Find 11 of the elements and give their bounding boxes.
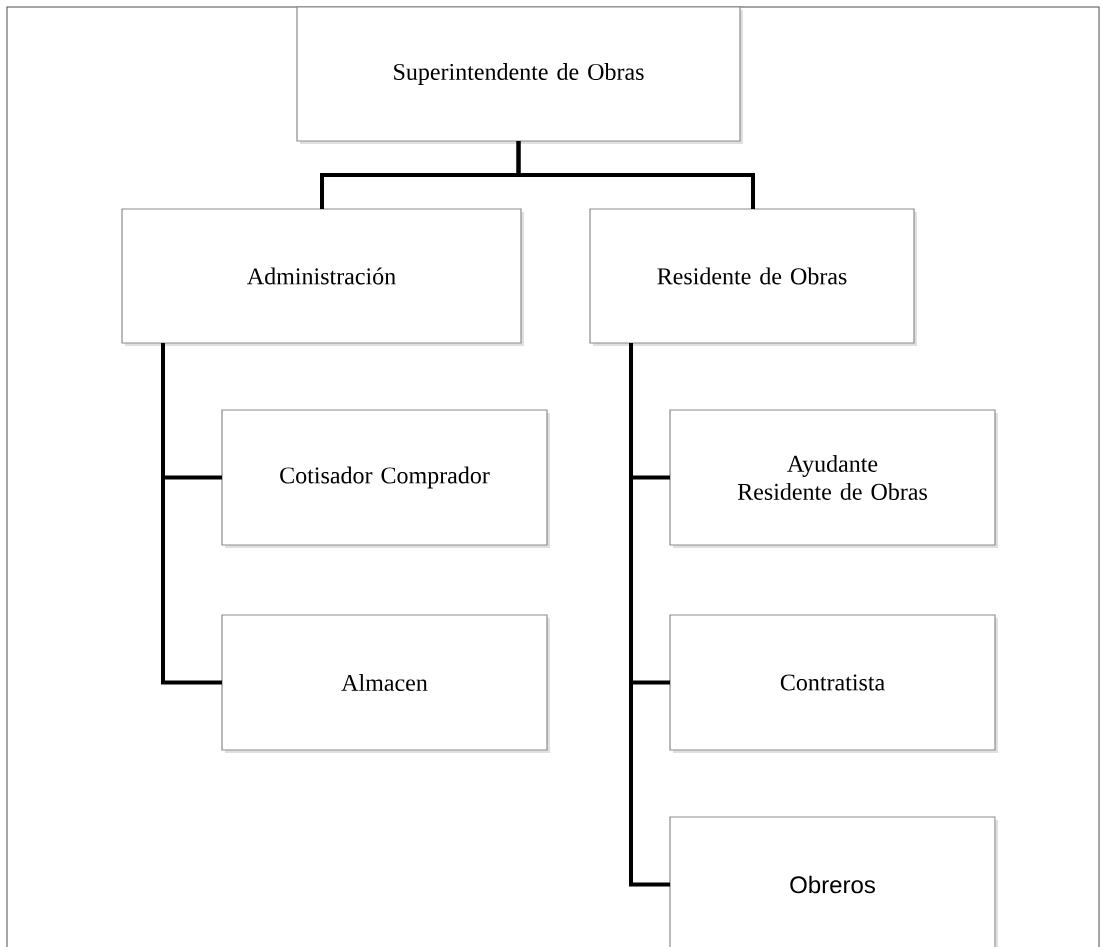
connector-line [629, 343, 670, 887]
org-box: Residente de Obras [589, 208, 915, 344]
org-box: Contratista [669, 614, 996, 751]
org-box: Almacen [221, 614, 548, 751]
connector-line [516, 141, 755, 209]
org-box: Ayudante Residente de Obras [669, 409, 996, 546]
org-box: Obreros [669, 816, 996, 947]
org-box: Superintendente de Obras [296, 6, 741, 142]
org-box: Cotisador Comprador [221, 409, 548, 546]
org-box: Administración [121, 208, 522, 344]
connector-line [161, 343, 222, 685]
